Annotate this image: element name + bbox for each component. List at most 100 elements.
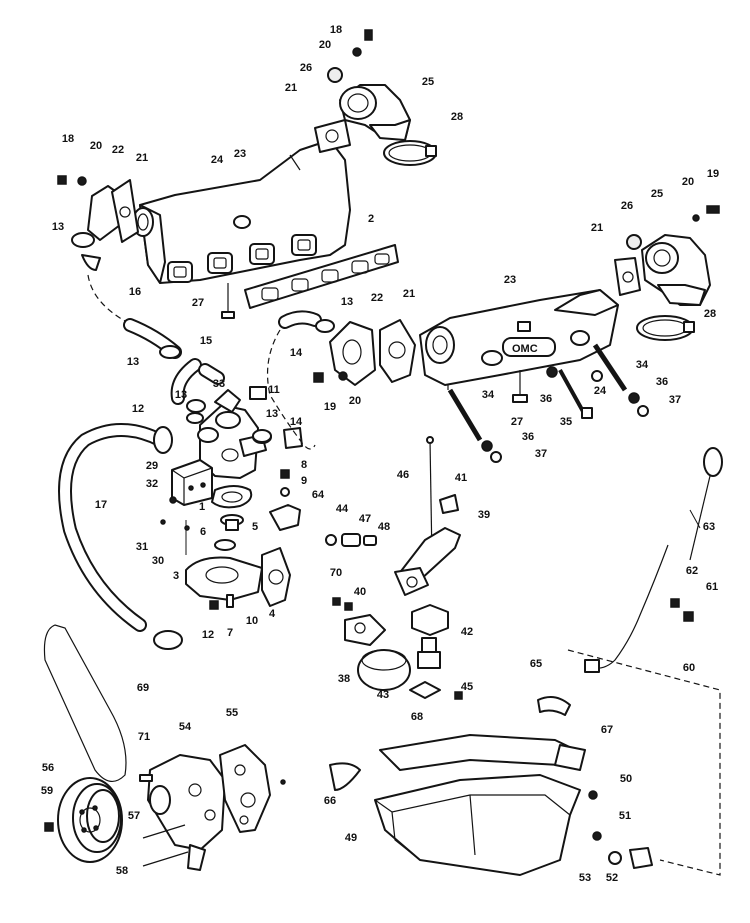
callout-c44: 44 <box>336 503 349 515</box>
callout-c71: 71 <box>138 731 150 743</box>
manifold-gasket <box>244 244 399 309</box>
callout-c18b: 18 <box>62 133 74 145</box>
dipstick-63 <box>689 447 723 561</box>
callout-c58: 58 <box>116 865 128 877</box>
callout-c34a: 34 <box>636 359 649 371</box>
clamp-13c <box>186 399 206 413</box>
oil-pan-gasket-68 <box>379 734 581 771</box>
thermostat-housing <box>186 389 272 479</box>
omc-logo-text: OMC <box>512 343 538 355</box>
callout-c25a: 25 <box>422 76 434 88</box>
callout-c48: 48 <box>378 521 390 533</box>
washer-9 <box>280 487 290 497</box>
callout-c3: 3 <box>173 570 179 582</box>
callout-c49: 49 <box>345 832 357 844</box>
callout-c13d: 13 <box>266 408 278 420</box>
callout-c16: 16 <box>129 286 141 298</box>
callout-labels: 1234567891011121213131313131414151617181… <box>41 24 719 884</box>
callout-c5: 5 <box>252 521 258 533</box>
callout-c13b: 13 <box>127 356 139 368</box>
callout-c10: 10 <box>246 615 258 627</box>
callout-c22a: 22 <box>112 144 124 156</box>
callout-c62: 62 <box>686 565 698 577</box>
callout-c66: 66 <box>324 795 336 807</box>
callout-c69: 69 <box>137 682 149 694</box>
bolt-71 <box>139 774 153 782</box>
callout-c36a: 36 <box>540 393 552 405</box>
callout-c27a: 27 <box>192 297 204 309</box>
left-manifold-exhaust-ports <box>167 234 317 283</box>
callout-c26a: 26 <box>300 62 312 74</box>
callout-c36c: 36 <box>522 431 534 443</box>
callout-c2: 2 <box>368 213 374 225</box>
callout-c9: 9 <box>301 475 307 487</box>
bolt-57 <box>142 824 186 839</box>
pan-seal-65 <box>537 695 571 716</box>
callout-c14a: 14 <box>290 347 303 359</box>
callout-c20c: 20 <box>682 176 694 188</box>
gasket-67 <box>554 744 586 771</box>
callout-c20d: 20 <box>349 395 361 407</box>
callout-c20a: 20 <box>319 39 331 51</box>
callout-c26b: 26 <box>621 200 633 212</box>
bolt-59 <box>44 822 54 832</box>
callout-c19a: 19 <box>707 168 719 180</box>
callout-c21b: 21 <box>136 152 148 164</box>
callout-c20b: 20 <box>90 140 102 152</box>
callout-c21c: 21 <box>591 222 603 234</box>
bolt-70b <box>344 602 353 611</box>
pump-cover-38 <box>357 649 411 691</box>
upper-exhaust-elbow <box>314 29 411 153</box>
stud-10 <box>226 594 234 608</box>
callout-c35: 35 <box>560 416 572 428</box>
bolt-7 <box>209 600 219 610</box>
callout-c32: 32 <box>146 478 158 490</box>
callout-c14b: 14 <box>290 416 303 428</box>
callout-c64: 64 <box>312 489 325 501</box>
lower-hose-clamp <box>636 315 695 341</box>
bolt-58 <box>142 851 189 867</box>
callout-c37a: 37 <box>669 394 681 406</box>
callout-c57: 57 <box>128 810 140 822</box>
callout-c53: 53 <box>579 872 591 884</box>
callout-c51: 51 <box>619 810 631 822</box>
callout-c55: 55 <box>226 707 238 719</box>
water-pump-54 <box>147 754 226 871</box>
belt-69 <box>43 624 127 782</box>
callout-c13c: 13 <box>175 389 187 401</box>
dipstick-tube-60 <box>584 544 669 673</box>
callout-c18a: 18 <box>330 24 342 36</box>
washer-53 <box>608 851 622 865</box>
callout-c21a: 21 <box>285 82 297 94</box>
oil-pan-49 <box>374 774 581 876</box>
callout-c12a: 12 <box>132 403 144 415</box>
clip-41 <box>439 494 459 514</box>
callout-c36b: 36 <box>656 376 668 388</box>
callout-c61: 61 <box>706 581 718 593</box>
callout-c41: 41 <box>455 472 467 484</box>
callout-c56: 56 <box>42 762 54 774</box>
pump-body-40 <box>344 614 386 646</box>
callout-c4: 4 <box>269 608 276 620</box>
bolt-51 <box>592 831 602 841</box>
callout-c43: 43 <box>377 689 389 701</box>
screw-32 <box>169 496 177 504</box>
callout-c7: 7 <box>227 627 233 639</box>
clamp-13e <box>315 319 335 333</box>
callout-c24a: 24 <box>211 154 224 166</box>
hose-16-routing <box>87 274 161 346</box>
bolt-70a <box>332 597 341 606</box>
bolt-8 <box>280 469 290 479</box>
callout-c28b: 28 <box>704 308 716 320</box>
callout-c25b: 25 <box>651 188 663 200</box>
bolt-50 <box>588 790 598 800</box>
callout-c46: 46 <box>397 469 409 481</box>
right-exhaust-manifold: OMC <box>419 289 619 403</box>
callout-c68: 68 <box>411 711 423 723</box>
right-exhaust-elbow <box>614 205 720 306</box>
left-exhaust-manifold <box>132 139 351 319</box>
callout-c12b: 12 <box>202 629 214 641</box>
clamp-13d <box>252 429 272 443</box>
callout-c65: 65 <box>530 658 542 670</box>
